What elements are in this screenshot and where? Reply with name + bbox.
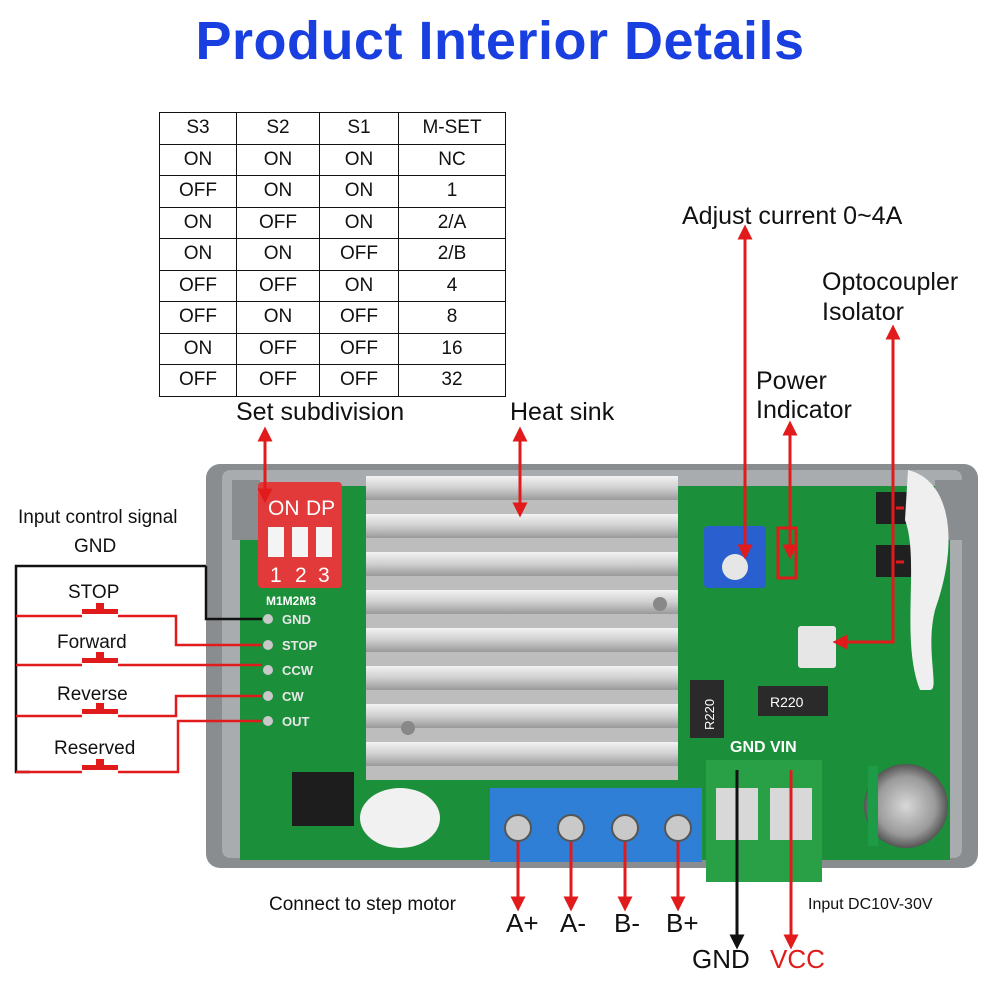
set-subdivision-callout: Set subdivision xyxy=(236,398,405,426)
adjust-current-callout: Adjust current 0~4A xyxy=(682,202,903,230)
table-cell: ON xyxy=(236,301,320,334)
input-signal-callout: Input control signal xyxy=(18,507,178,528)
table-cell: OFF xyxy=(236,332,320,365)
inductor xyxy=(798,626,836,668)
table-cell: ON xyxy=(236,175,320,208)
table-cell: ON xyxy=(319,175,399,208)
terminal-gnd: GND xyxy=(692,944,750,974)
dip-number: 2 xyxy=(295,564,307,587)
table-cell: OFF xyxy=(319,238,399,271)
heat-sink-callout: Heat sink xyxy=(510,398,615,426)
heat-sink xyxy=(366,476,678,780)
table-cell: OFF xyxy=(319,364,399,397)
shunt-resistor xyxy=(758,686,828,716)
dip-number: 3 xyxy=(318,564,330,587)
table-cell: OFF xyxy=(319,301,399,334)
table-cell: 2/A xyxy=(398,206,506,239)
terminal-b-plus: B+ xyxy=(666,908,699,938)
table-header: S3 xyxy=(159,112,237,145)
table-cell: ON xyxy=(236,143,320,176)
table-cell: ON xyxy=(159,238,237,271)
glue-blob xyxy=(360,788,440,848)
table-cell: OFF xyxy=(319,332,399,365)
table-cell: OFF xyxy=(159,301,237,334)
power-terminal-label: GND VIN xyxy=(730,739,797,756)
connect-motor-callout: Connect to step motor xyxy=(269,894,456,915)
logic-ic xyxy=(292,772,354,826)
terminal-a-plus: A+ xyxy=(506,908,539,938)
capacitor xyxy=(864,764,948,848)
input-gnd-callout: GND xyxy=(74,536,117,557)
switch-label-reverse: Reverse xyxy=(57,684,128,705)
optocoupler-callout: Optocoupler xyxy=(822,268,959,296)
table-cell: 2/B xyxy=(398,238,506,271)
switch-label-reserved: Reserved xyxy=(54,738,136,759)
terminal-b-minus: B- xyxy=(614,908,640,938)
dip-number: 1 xyxy=(270,564,282,587)
pin-label: CCW xyxy=(282,663,314,678)
table-cell: OFF xyxy=(236,269,320,302)
table-header: S1 xyxy=(319,112,399,145)
table-cell: 1 xyxy=(398,175,506,208)
m-header-label: M1M2M3 xyxy=(266,594,316,608)
table-cell: ON xyxy=(159,143,237,176)
terminal-a-minus: A- xyxy=(560,908,586,938)
switch-symbols xyxy=(82,603,118,770)
pin-label: GND xyxy=(282,612,311,627)
power-callout: Power xyxy=(756,367,827,395)
page-title: Product Interior Details xyxy=(195,11,805,71)
table-cell: ON xyxy=(319,143,399,176)
input-dc-callout: Input DC10V-30V xyxy=(808,896,933,913)
pin-label: OUT xyxy=(282,714,310,729)
table-cell: OFF xyxy=(236,206,320,239)
pin-label: CW xyxy=(282,689,304,704)
isolator-callout: Isolator xyxy=(822,298,904,326)
dip-dp-label: DP xyxy=(306,497,335,520)
switch-label-stop: STOP xyxy=(68,582,120,603)
table-header-row: S3 S2 S1 M-SET xyxy=(159,112,506,145)
indicator-callout: Indicator xyxy=(756,396,852,424)
table-cell: OFF xyxy=(159,175,237,208)
switch-label-forward: Forward xyxy=(57,632,127,653)
dip-on-label: ON xyxy=(268,497,300,520)
table-cell: 32 xyxy=(398,364,506,397)
terminal-vcc: VCC xyxy=(770,944,825,974)
table-cell: ON xyxy=(159,332,237,365)
resistor-label: R220 xyxy=(702,699,717,730)
resistor-label: R220 xyxy=(770,694,804,710)
table-cell: OFF xyxy=(159,364,237,397)
table-header: S2 xyxy=(236,112,320,145)
shunt-resistor xyxy=(690,680,724,738)
pin-label: STOP xyxy=(282,638,317,653)
